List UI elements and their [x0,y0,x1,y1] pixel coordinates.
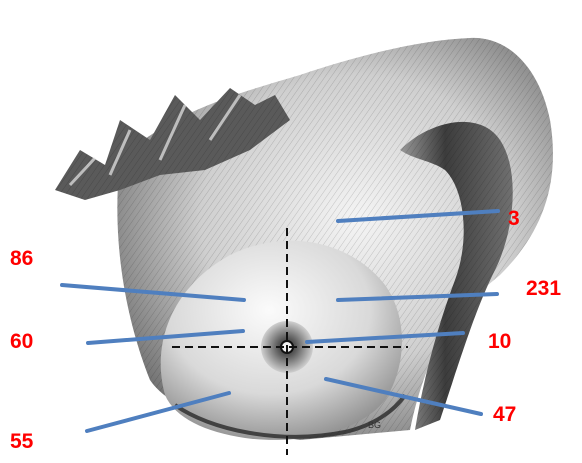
count-label-upper-outer-top: 3 [508,208,520,229]
count-label-lower-inner: 55 [10,431,33,452]
count-label-central-inner: 60 [10,331,33,352]
count-label-upper-outer: 231 [526,278,561,299]
count-label-central: 10 [488,331,511,352]
count-label-upper-inner: 86 [10,248,33,269]
artist-signature: BG [368,420,381,430]
count-label-lower-outer: 47 [493,404,516,425]
